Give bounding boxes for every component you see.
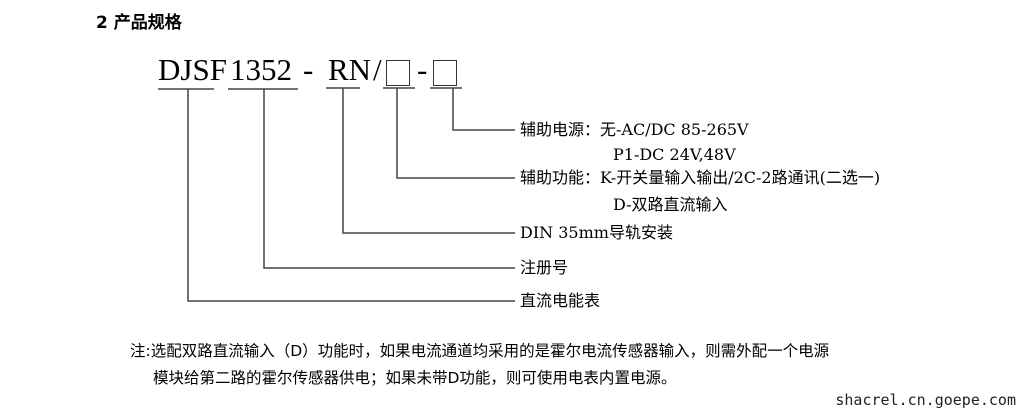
label-registration: 注册号 (520, 258, 569, 277)
label-aux-function: 辅助功能：K-开关量输入输出/2C-2路通讯(二选一) (520, 168, 881, 187)
model-number: 1352 (230, 52, 292, 87)
option-box-power (433, 60, 457, 87)
note-line-1: 注:选配双路直流输入（D）功能时，如果电流通道均采用的是霍尔电流传感器输入，则需… (130, 342, 830, 360)
model-dash: - (303, 52, 314, 87)
model-suffix: RN (328, 52, 372, 87)
label-aux-function-2: D-双路直流输入 (613, 195, 728, 214)
model-slash: / (373, 52, 382, 87)
model-prefix: DJSF (158, 52, 227, 87)
section-title: 2 产品规格 (96, 13, 182, 33)
model-dash-2: - (417, 52, 428, 87)
option-box-function (386, 60, 410, 87)
label-meter-type: 直流电能表 (520, 291, 601, 310)
note-line-2: 模块给第二路的霍尔传感器供电；如果未带D功能，则可使用电表内置电源。 (153, 369, 677, 387)
label-aux-power: 辅助电源：无-AC/DC 85-265V (520, 120, 749, 139)
label-mount: DIN 35mm导轨安装 (520, 223, 673, 242)
label-aux-power-2: P1-DC 24V,48V (613, 145, 736, 164)
watermark: shacrel.cn.goepe.com (835, 391, 1016, 409)
